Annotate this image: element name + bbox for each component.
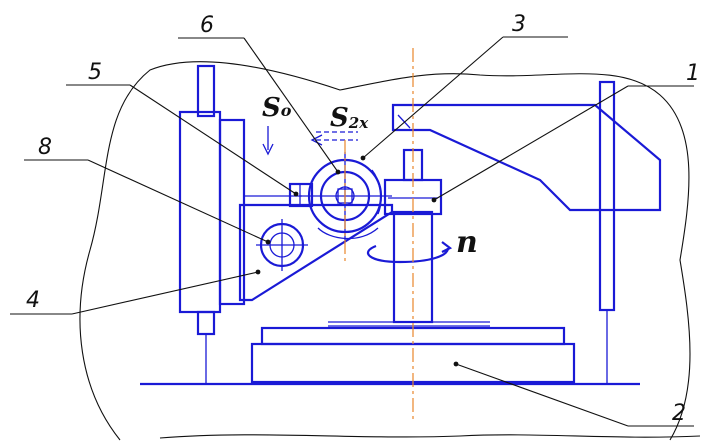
symbol-s2x: S2x xyxy=(330,103,369,133)
label-part-6: 6 xyxy=(200,13,214,38)
leader-1 xyxy=(433,85,629,201)
symbol-s0: So xyxy=(262,93,292,123)
symbol-s0-main: S xyxy=(262,93,281,123)
leader-2 xyxy=(455,363,629,427)
leader-3 xyxy=(362,36,504,159)
s0-arrow-head xyxy=(262,143,274,156)
left-column-top xyxy=(196,64,216,118)
clamp-5 xyxy=(288,182,314,208)
cutter-right-arc xyxy=(371,169,382,215)
left-slide-guide xyxy=(218,118,246,306)
break-boundary xyxy=(79,61,691,441)
symbol-s2x-sub: 2x xyxy=(348,114,369,132)
dot-4 xyxy=(255,269,261,275)
leader-4 xyxy=(71,271,259,315)
dot-3 xyxy=(360,155,366,161)
bottom-break xyxy=(159,434,701,439)
symbol-s2x-main: S xyxy=(330,103,349,133)
symbol-n: n xyxy=(456,225,478,260)
arm-notch xyxy=(397,114,411,129)
leader-5 xyxy=(129,84,297,195)
left-column-foot xyxy=(196,310,216,336)
cutter-teeth-arc xyxy=(317,227,379,240)
leader-8 xyxy=(87,159,269,243)
dot-1 xyxy=(431,197,437,203)
rotation-arrow xyxy=(367,244,450,264)
leader-6 xyxy=(243,37,339,173)
leader-lines xyxy=(10,36,694,427)
symbol-s0-sub: o xyxy=(281,101,292,120)
label-part-5: 5 xyxy=(88,60,102,85)
upper-arm xyxy=(391,103,662,212)
dot-5 xyxy=(293,191,299,197)
label-part-3: 3 xyxy=(512,12,526,37)
dot-8 xyxy=(265,239,271,245)
label-part-8: 8 xyxy=(38,135,52,160)
rotation-arrow-head xyxy=(441,241,453,253)
dot-2 xyxy=(453,361,459,367)
label-part-4: 4 xyxy=(26,288,40,313)
label-part-2: 2 xyxy=(672,401,686,426)
label-part-1: 1 xyxy=(686,61,700,86)
s2x-arrow-head xyxy=(310,134,323,146)
dot-6 xyxy=(335,169,341,175)
